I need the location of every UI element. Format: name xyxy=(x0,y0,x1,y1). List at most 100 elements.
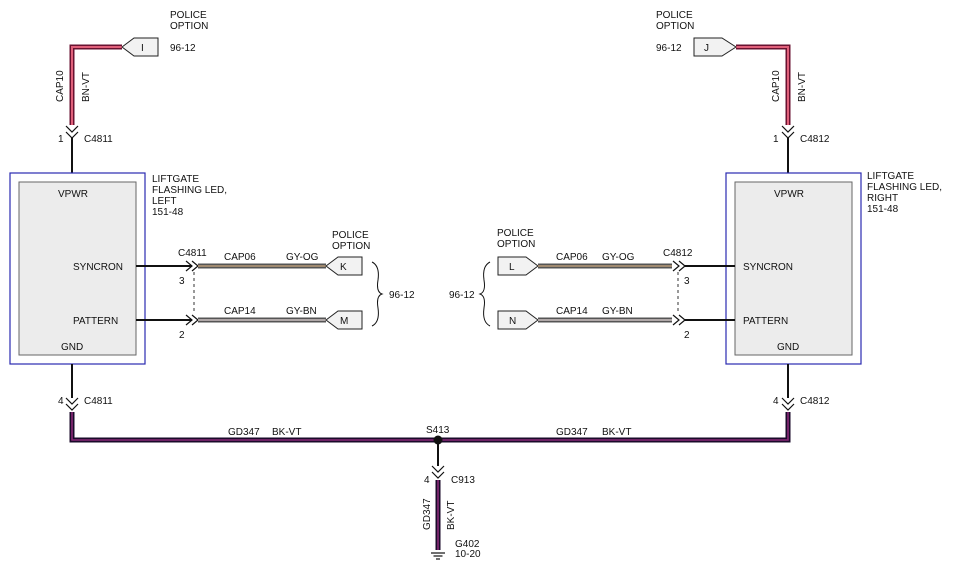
right-module-vpwr: VPWR xyxy=(774,189,804,200)
left-top-pin: 1 xyxy=(58,134,64,145)
left-module-outer-border xyxy=(9,172,146,365)
left-top-ref: 96-12 xyxy=(170,43,196,54)
left-top-circuit: CAP10 xyxy=(55,70,66,102)
ground-left-color: BK-VT xyxy=(272,427,301,438)
ground-point: G402 xyxy=(455,539,480,550)
left-module-gnd: GND xyxy=(61,342,83,353)
left-liftgate-led-module[interactable]: VPWR SYNCRON PATTERN GND xyxy=(9,172,146,365)
ground-right-circuit: GD347 xyxy=(556,427,588,438)
left-signals-ref: 96-12 xyxy=(389,290,415,301)
left-module-body xyxy=(18,181,137,356)
splice-label: S413 xyxy=(426,425,450,436)
left-module-title-line2: FLASHING LED, xyxy=(152,185,227,196)
ground-down-connector: C913 xyxy=(451,475,475,486)
gd347-wire-inner xyxy=(71,412,789,441)
right-syncron-connector-tag[interactable] xyxy=(497,256,539,276)
right-top-connector-letter: J xyxy=(704,43,709,54)
left-gnd-pin-chevron xyxy=(65,397,79,411)
left-signals-connector: C4811 xyxy=(178,248,207,259)
left-syncron-color: GY-OG xyxy=(286,252,319,263)
ground-down-pin: 4 xyxy=(424,475,430,486)
right-module-body xyxy=(734,181,853,356)
right-top-pin: 1 xyxy=(773,134,779,145)
left-module-syncron: SYNCRON xyxy=(73,262,123,273)
right-pattern-connector-tag[interactable] xyxy=(497,310,539,330)
ground-down-color: BK-VT xyxy=(446,501,457,530)
left-module-title-line3: LEFT xyxy=(152,196,176,207)
left-top-option-line2: OPTION xyxy=(170,21,208,32)
left-signals-option-line2: OPTION xyxy=(332,241,370,252)
left-gnd-connector: C4811 xyxy=(84,396,113,407)
right-gnd-pin-chevron xyxy=(781,397,795,411)
right-module-title-line2: FLASHING LED, xyxy=(867,182,942,193)
ground-right-color: BK-VT xyxy=(602,427,631,438)
right-syncron-circuit: CAP06 xyxy=(556,252,588,263)
left-cap10-wire-outer xyxy=(69,44,122,125)
right-pattern-letter: N xyxy=(509,316,516,327)
left-top-wire-color: BN-VT xyxy=(81,72,92,102)
left-brace xyxy=(371,261,384,327)
right-gnd-connector: C4812 xyxy=(800,396,830,407)
right-syncron-pin-chevron xyxy=(672,260,686,272)
left-top-connector-tag[interactable] xyxy=(121,37,159,57)
left-top-connector-letter: I xyxy=(141,43,144,54)
ground-ref: 10-20 xyxy=(455,549,481,560)
left-pattern-connector-tag[interactable] xyxy=(325,310,363,330)
right-top-wire-color: BN-VT xyxy=(797,72,808,102)
right-module-title-line4: 151-48 xyxy=(867,204,899,215)
left-module-title-line4: 151-48 xyxy=(152,207,184,218)
left-cap10-wire-inner xyxy=(71,46,122,125)
right-module-title-line1: LIFTGATE xyxy=(867,171,914,182)
right-brace xyxy=(478,261,491,327)
right-pattern-pin: 2 xyxy=(684,330,690,341)
left-syncron-circuit: CAP06 xyxy=(224,252,256,263)
left-module-vpwr: VPWR xyxy=(58,189,88,200)
left-pattern-circuit: CAP14 xyxy=(224,306,256,317)
right-signals-connector: C4812 xyxy=(663,248,693,259)
right-signals-ref: 96-12 xyxy=(449,290,475,301)
right-module-title-line3: RIGHT xyxy=(867,193,898,204)
right-top-circuit: CAP10 xyxy=(771,70,782,102)
right-pattern-pin-chevron xyxy=(672,314,686,326)
left-top-pin-chevron xyxy=(65,125,79,139)
ground-circuit: 4 C4811 4 C4812 GD347 BK-VT GD347 BK-VT … xyxy=(58,364,830,560)
right-top-option-line2: OPTION xyxy=(656,21,694,32)
left-signal-circuits: C4811 POLICE OPTION CAP06 GY-OG K 3 CAP1… xyxy=(136,230,415,341)
right-module-syncron: SYNCRON xyxy=(743,262,793,273)
right-syncron-pin: 3 xyxy=(684,276,690,287)
left-signals-option-line1: POLICE xyxy=(332,230,369,241)
left-top-connector: C4811 xyxy=(84,134,113,145)
splice-dot[interactable] xyxy=(433,435,443,445)
right-signal-circuits: C4812 POLICE OPTION L CAP06 GY-OG 3 N CA… xyxy=(449,228,735,341)
right-pattern-circuit: CAP14 xyxy=(556,306,588,317)
right-liftgate-led-module[interactable]: VPWR SYNCRON PATTERN GND xyxy=(725,172,862,365)
left-module-title-line1: LIFTGATE xyxy=(152,174,199,185)
left-power-circuit: POLICE OPTION I 96-12 CAP10 BN-VT 1 C481… xyxy=(55,10,208,173)
ground-left-circuit: GD347 xyxy=(228,427,260,438)
right-top-option-line1: POLICE xyxy=(656,10,693,21)
right-top-connector-tag[interactable] xyxy=(693,37,737,57)
left-module-pattern: PATTERN xyxy=(73,316,118,327)
right-top-pin-chevron xyxy=(781,125,795,139)
right-power-circuit: POLICE OPTION J 96-12 CAP10 BN-VT 1 C481… xyxy=(656,10,830,173)
right-module-pattern: PATTERN xyxy=(743,316,788,327)
right-module-outer-border xyxy=(725,172,862,365)
left-top-option-line1: POLICE xyxy=(170,10,207,21)
right-cap10-wire-inner xyxy=(736,46,789,125)
right-syncron-color: GY-OG xyxy=(602,252,635,263)
left-syncron-letter: K xyxy=(340,262,347,273)
left-pattern-pin: 2 xyxy=(179,330,185,341)
right-top-ref: 96-12 xyxy=(656,43,682,54)
right-signals-option-line2: OPTION xyxy=(497,239,535,250)
right-module-gnd: GND xyxy=(777,342,799,353)
left-gnd-pin: 4 xyxy=(58,396,64,407)
left-pattern-color: GY-BN xyxy=(286,306,317,317)
right-signals-option-line1: POLICE xyxy=(497,228,534,239)
left-syncron-connector-tag[interactable] xyxy=(325,256,363,276)
right-top-connector: C4812 xyxy=(800,134,830,145)
right-syncron-letter: L xyxy=(509,262,515,273)
ground-symbol-icon xyxy=(431,552,445,560)
right-gnd-pin: 4 xyxy=(773,396,779,407)
